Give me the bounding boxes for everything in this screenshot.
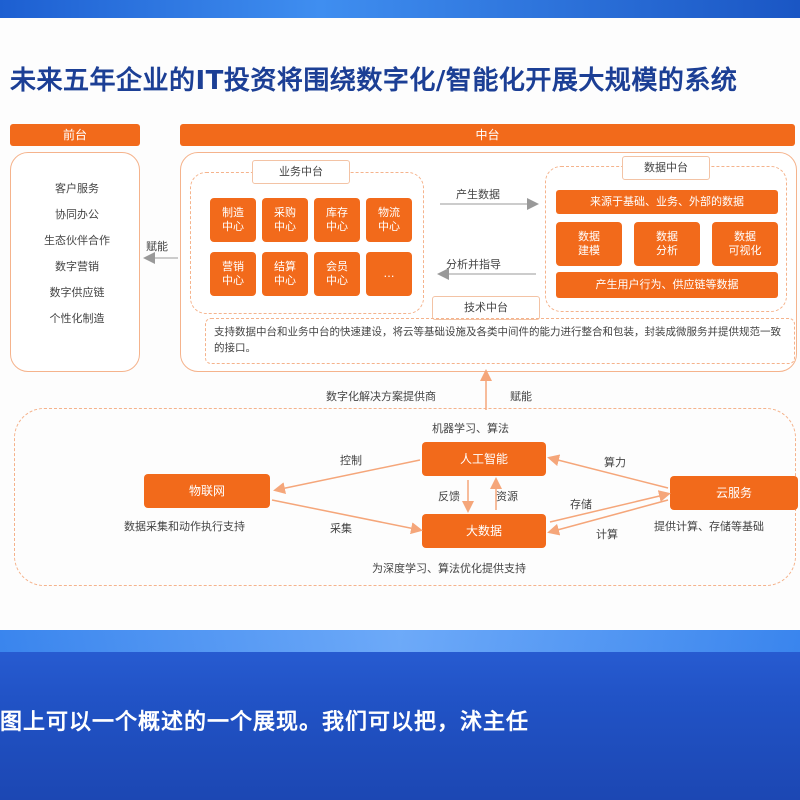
business-cell: 结算 中心 xyxy=(262,252,308,296)
empower-front-label: 赋能 xyxy=(146,240,168,253)
digital-solution-label: 数字化解决方案提供商 xyxy=(326,390,436,403)
business-cell: 库存 中心 xyxy=(314,198,360,242)
tech-center-frame xyxy=(205,318,795,364)
control-label: 控制 xyxy=(340,454,362,467)
ml-algo-label: 机器学习、算法 xyxy=(432,422,509,435)
business-cell: 物流 中心 xyxy=(366,198,412,242)
subtitle-band xyxy=(0,630,800,800)
business-center-label: 业务中台 xyxy=(252,160,350,184)
cloud-node: 云服务 xyxy=(670,476,798,510)
front-item: 数字供应链 xyxy=(49,286,105,299)
front-item: 个性化制造 xyxy=(49,312,105,325)
empower-up-label: 赋能 xyxy=(510,390,532,403)
iot-node: 物联网 xyxy=(144,474,270,508)
business-cell: … xyxy=(366,252,412,296)
mid-header: 中台 xyxy=(180,124,795,146)
video-subtitle: 图上可以一个概述的一个展现。我们可以把，沭主任 xyxy=(0,710,530,735)
data-cell: 数据 建模 xyxy=(556,222,622,266)
tech-center-desc: 支持数据中台和业务中台的快速建设，将云等基础设施及各类中间件的能力进行整合和包装… xyxy=(214,326,781,354)
data-bottom-bar: 产生用户行为、供应链等数据 xyxy=(556,272,778,298)
front-item: 协同办公 xyxy=(55,208,99,221)
top-video-strip xyxy=(0,0,800,18)
iot-desc: 数据采集和动作执行支持 xyxy=(124,520,245,533)
resource-label: 资源 xyxy=(496,490,518,503)
deep-learning-label: 为深度学习、算法优化提供支持 xyxy=(372,562,526,575)
business-cell: 会员 中心 xyxy=(314,252,360,296)
front-item-list: 客户服务 协同办公 生态伙伴合作 数字营销 数字供应链 个性化制造 xyxy=(12,176,142,332)
produce-data-label: 产生数据 xyxy=(456,188,500,201)
bigdata-node: 大数据 xyxy=(422,514,546,548)
business-cell: 营销 中心 xyxy=(210,252,256,296)
front-item: 生态伙伴合作 xyxy=(44,234,110,247)
front-header: 前台 xyxy=(10,124,140,146)
data-cell: 数据 可视化 xyxy=(712,222,778,266)
storage-label: 存储 xyxy=(570,498,592,511)
ai-node: 人工智能 xyxy=(422,442,546,476)
business-cell: 采购 中心 xyxy=(262,198,308,242)
data-top-bar: 来源于基础、业务、外部的数据 xyxy=(556,190,778,214)
compute-label: 计算 xyxy=(596,528,618,541)
cloud-desc: 提供计算、存储等基础 xyxy=(654,520,764,533)
analyze-guide-label: 分析并指导 xyxy=(446,258,501,271)
collect-label: 采集 xyxy=(330,522,352,535)
business-cell: 制造 中心 xyxy=(210,198,256,242)
front-item: 数字营销 xyxy=(55,260,99,273)
tech-center-label: 技术中台 xyxy=(432,296,540,320)
front-item: 客户服务 xyxy=(55,182,99,195)
data-cell: 数据 分析 xyxy=(634,222,700,266)
compute-power-label: 算力 xyxy=(604,456,626,469)
feedback-label: 反馈 xyxy=(438,490,460,503)
slide-title: 未来五年企业的IT投资将围绕数字化/智能化开展大规模的系统 xyxy=(10,66,738,96)
subtitle-band-highlight xyxy=(0,630,800,652)
front-panel xyxy=(10,152,140,372)
data-center-label: 数据中台 xyxy=(622,156,710,180)
